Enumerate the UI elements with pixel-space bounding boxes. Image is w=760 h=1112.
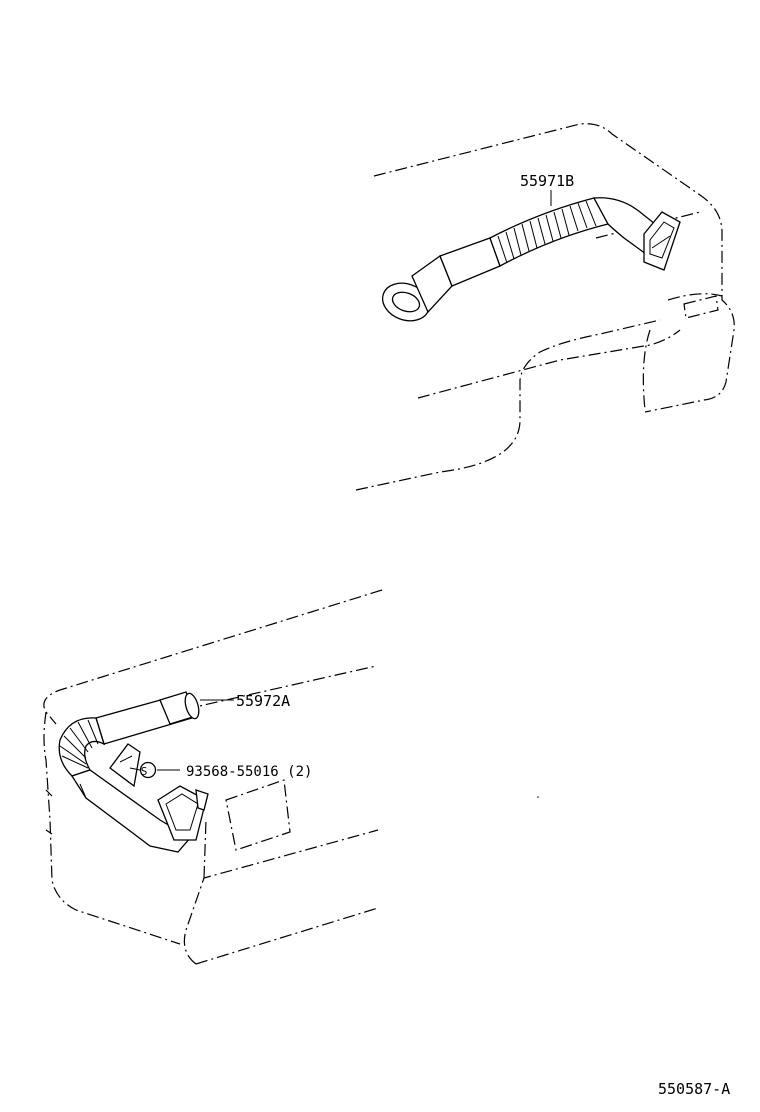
duct-55971b <box>381 190 681 322</box>
hose-corrugation-upper <box>497 200 597 264</box>
callout-55971b: 55971B <box>520 172 574 190</box>
upper-dashboard-outline <box>355 123 735 491</box>
callout-55972a: 55972A <box>236 692 290 710</box>
duct-55972a <box>58 691 234 853</box>
hose-corrugation-lower <box>59 719 99 769</box>
diagram-reference-code: 550587-A <box>658 1080 730 1098</box>
stray-dot <box>537 796 539 798</box>
screw-symbol-s: S <box>141 765 148 778</box>
callout-93568-55016: 93568-55016 (2) <box>186 764 312 780</box>
lower-dashboard-outline <box>43 589 383 965</box>
